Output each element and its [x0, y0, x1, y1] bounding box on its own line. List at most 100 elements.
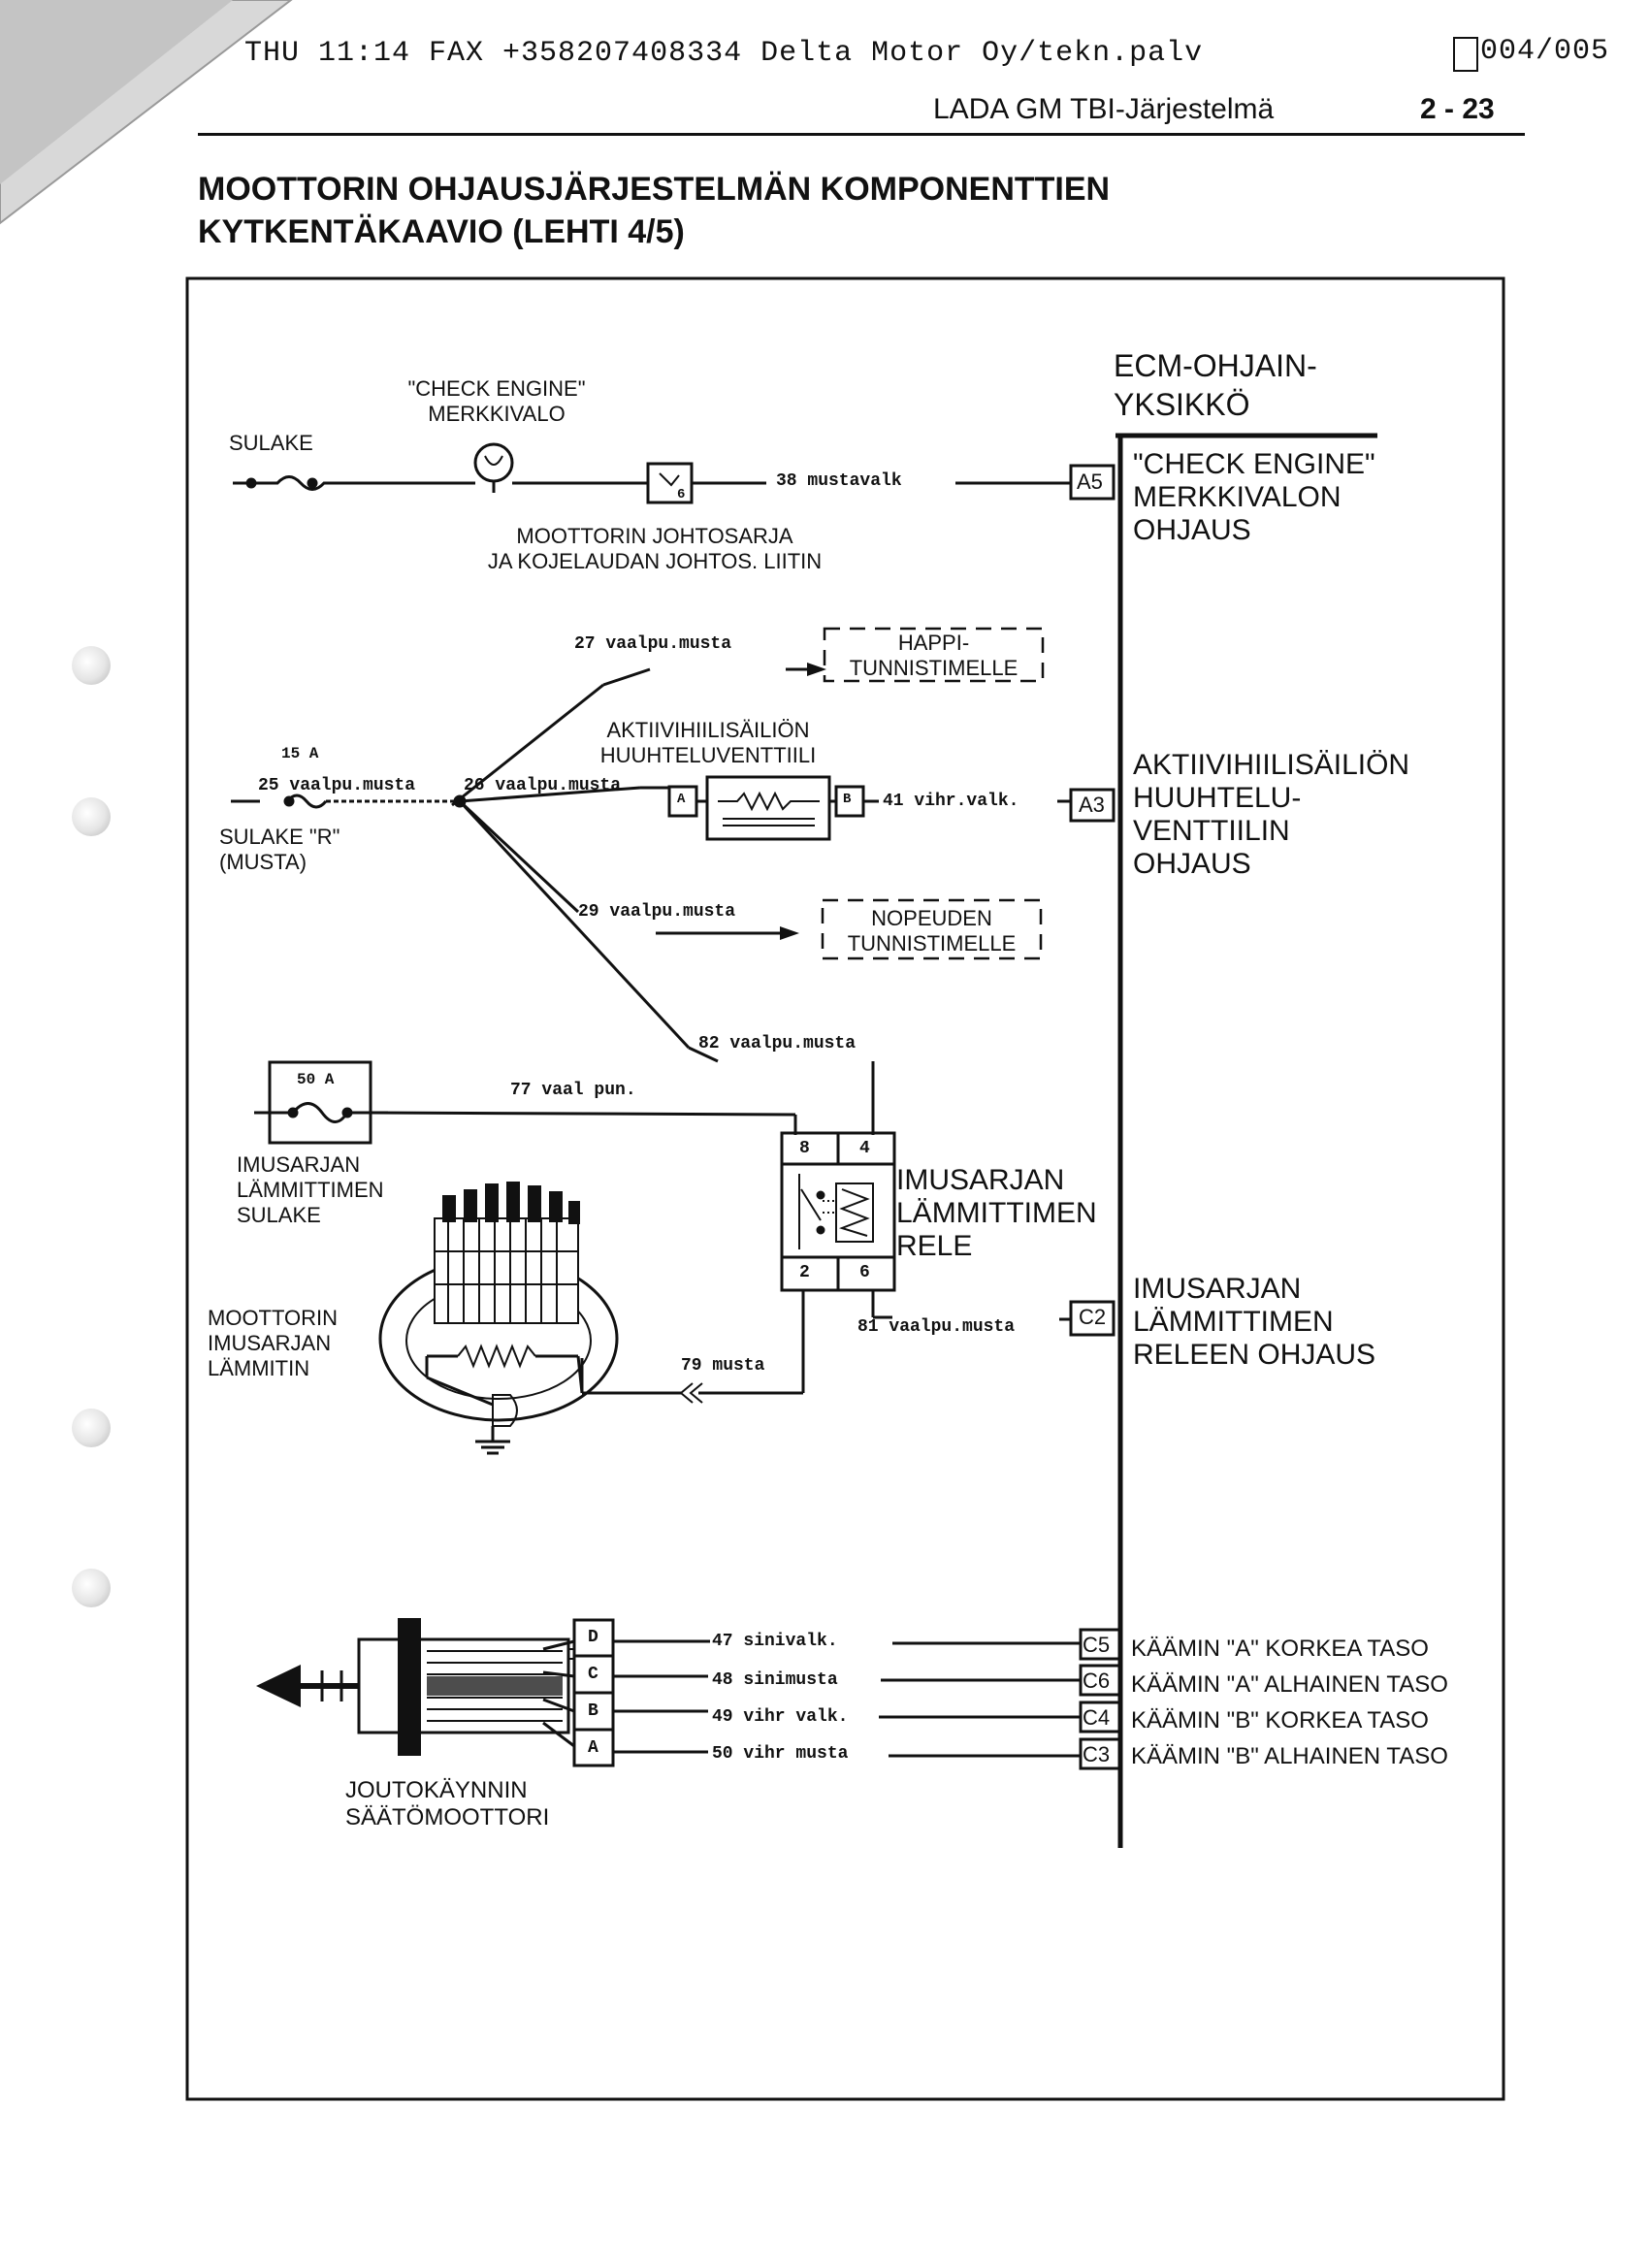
heater-relay-line3: RELE [896, 1230, 973, 1262]
pin-a5: A5 [1077, 470, 1103, 494]
happi-branch [451, 627, 1045, 807]
heater-line2: IMUSARJAN [208, 1331, 332, 1355]
valve-pin-a: A [677, 792, 686, 807]
fn-check-engine-line1: "CHECK ENGINE" [1133, 448, 1375, 480]
iac-motor [256, 1618, 1081, 1767]
punch-hole [72, 1569, 111, 1607]
pin-box-c3 [1079, 1737, 1121, 1770]
speed-branch [458, 799, 1043, 960]
pin-c6: C6 [1083, 1669, 1111, 1693]
wire-77-label: 77 vaal pun. [510, 1081, 636, 1100]
punch-hole [72, 797, 111, 836]
fuse-15a-label: 15 A [281, 745, 319, 762]
heater-relay-label: IMUSARJAN LÄMMITTIMEN RELE [896, 1164, 1097, 1263]
fn-coil-b-low: KÄÄMIN "B" ALHAINEN TASO [1131, 1743, 1448, 1769]
purge-valve-label: AKTIIVIHIILISÄILIÖN HUUHTELUVENTTIILI [563, 718, 854, 768]
wire-27-label: 27 vaalpu.musta [574, 634, 732, 654]
iac-pin-a: A [588, 1738, 598, 1758]
harness-connector-label: MOOTTORIN JOHTOSARJA JA KOJELAUDAN JOHTO… [475, 524, 834, 574]
fn-purge: AKTIIVIHIILISÄILIÖN HUUHTELU- VENTTIILIN… [1133, 749, 1409, 881]
heater-relay-line2: LÄMMITTIMEN [896, 1197, 1097, 1229]
relay-feed-82 [458, 799, 875, 1135]
relay-pin-6: 6 [859, 1263, 870, 1282]
fn-coil-a-low: KÄÄMIN "A" ALHAINEN TASO [1131, 1671, 1448, 1698]
page-fold-corner [0, 0, 293, 225]
happi-sensor-label: HAPPI- TUNNISTIMELLE [824, 631, 1043, 681]
fn-check-engine-line3: OHJAUS [1133, 514, 1251, 546]
fn-heater-relay-line2: LÄMMITTIMEN [1133, 1306, 1334, 1338]
iac-pin-c: C [588, 1665, 598, 1684]
fn-check-engine-line2: MERKKIVALON [1133, 481, 1342, 513]
fn-heater-relay-line3: RELEEN OHJAUS [1133, 1339, 1376, 1371]
heater-fuse-line3: SULAKE [237, 1203, 321, 1227]
heater-fuse-line1: IMUSARJAN [237, 1152, 361, 1177]
wire-50-label: 50 vihr musta [712, 1744, 849, 1764]
punch-hole [72, 646, 111, 685]
fn-heater-relay-line1: IMUSARJAN [1133, 1273, 1302, 1305]
sulake-r-line1: SULAKE "R" [219, 825, 340, 849]
wire-41-label: 41 vihr.valk. [883, 792, 1019, 811]
relay-pin-8: 8 [799, 1139, 810, 1158]
heater-fuse-line2: LÄMMITTIMEN [237, 1178, 384, 1202]
pin-c2: C2 [1079, 1305, 1107, 1329]
heater-label: MOOTTORIN IMUSARJAN LÄMMITIN [208, 1306, 338, 1381]
pin-box-a5 [1069, 464, 1116, 501]
heater-line1: MOOTTORIN [208, 1306, 339, 1330]
fax-header-left: THU 11:14 FAX +358207408334 Delta Motor … [244, 37, 1204, 70]
pin-box-c5 [1079, 1628, 1121, 1661]
fn-coil-a-high: KÄÄMIN "A" KORKEA TASO [1131, 1636, 1429, 1662]
page-title-line2: KYTKENTÄKAAVIO (LEHTI 4/5) [198, 213, 685, 250]
pin-box-c6 [1079, 1664, 1121, 1697]
running-header-title: LADA GM TBI-Järjestelmä [933, 93, 1275, 125]
running-header-page: 2 - 23 [1420, 93, 1495, 125]
purge-valve-line2: HUUHTELUVENTTIILI [599, 743, 817, 767]
iac-motor-line2: SÄÄTÖMOOTTORI [345, 1804, 550, 1831]
sulake-r-line2: (MUSTA) [219, 850, 307, 874]
pin-box-c4 [1079, 1701, 1121, 1733]
iac-pin-d: D [588, 1628, 598, 1647]
wire-26-label: 26 vaalpu.musta [464, 776, 622, 795]
ecm-title-line1: ECM-OHJAIN- [1114, 348, 1317, 383]
relay-pin-2: 2 [799, 1263, 810, 1282]
speed-sensor-line2: TUNNISTIMELLE [847, 931, 1017, 956]
purge-circuit [231, 775, 1071, 841]
ecm-title-line2: YKSIKKÖ [1114, 387, 1250, 422]
fn-purge-line1: AKTIIVIHIILISÄILIÖN [1133, 749, 1410, 781]
fuse-50a-label: 50 A [297, 1071, 335, 1088]
check-engine-lamp-line1: "CHECK ENGINE" [407, 376, 586, 401]
wire-25-label: 25 vaalpu.musta [258, 776, 416, 795]
wire-81-label: 81 vaalpu.musta [857, 1317, 1016, 1337]
speed-sensor-label: NOPEUDEN TUNNISTIMELLE [823, 906, 1041, 956]
valve-pin-b: B [843, 792, 852, 807]
heater-element [378, 1182, 619, 1455]
pin-box-a3 [1069, 788, 1116, 823]
pin-c3: C3 [1083, 1742, 1111, 1766]
fn-check-engine: "CHECK ENGINE" MERKKIVALON OHJAUS [1133, 448, 1375, 547]
header-rule [198, 133, 1525, 136]
fn-purge-line4: OHJAUS [1133, 848, 1251, 880]
purge-valve-line1: AKTIIVIHIILISÄILIÖN [606, 718, 810, 742]
wire-82-label: 82 vaalpu.musta [698, 1034, 857, 1053]
wire-79-label: 79 musta [681, 1356, 765, 1376]
punch-hole [72, 1409, 111, 1447]
pin-a3: A3 [1079, 793, 1105, 817]
wire-38-label: 38 mustavalk [776, 471, 902, 491]
check-engine-circuit [233, 442, 1071, 504]
fn-purge-line2: HUUHTELU- [1133, 782, 1302, 814]
speed-sensor-line1: NOPEUDEN [871, 906, 992, 930]
wire-49-label: 49 vihr valk. [712, 1707, 849, 1727]
harness-connector-line1: MOOTTORIN JOHTOSARJA [516, 524, 793, 548]
iac-motor-line1: JOUTOKÄYNNIN [345, 1777, 528, 1803]
heater-fuse-circuit [254, 1060, 797, 1145]
happi-sensor-line2: TUNNISTIMELLE [849, 656, 1018, 680]
sulake-r-label: SULAKE "R" (MUSTA) [219, 825, 340, 875]
heater-fuse-label: IMUSARJAN LÄMMITTIMEN SULAKE [237, 1152, 384, 1228]
pin-c5: C5 [1083, 1633, 1111, 1657]
check-engine-lamp-line2: MERKKIVALO [428, 402, 566, 426]
wire-47-label: 47 sinivalk. [712, 1632, 838, 1651]
fn-purge-line3: VENTTIILIN [1133, 815, 1290, 847]
happi-sensor-line1: HAPPI- [897, 631, 970, 655]
wire-48-label: 48 sinimusta [712, 1670, 838, 1690]
iac-motor-label: JOUTOKÄYNNIN SÄÄTÖMOOTTORI [345, 1777, 549, 1831]
